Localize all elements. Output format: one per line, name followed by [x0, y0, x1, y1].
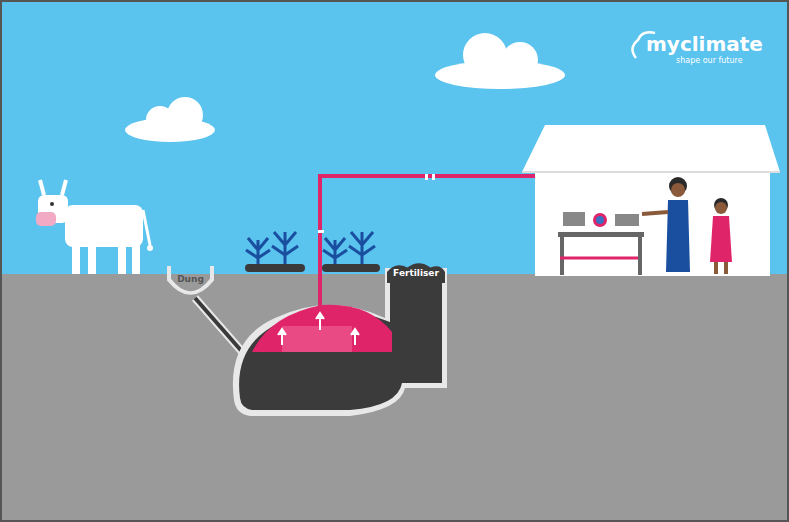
logo-tagline: shape our future	[676, 56, 743, 65]
node-label: Dung	[167, 274, 214, 284]
logo-text: myclimate	[646, 32, 763, 56]
girl	[710, 198, 732, 274]
cow	[36, 180, 153, 274]
gas-pipe	[320, 176, 560, 306]
pipe-joint	[318, 174, 544, 233]
inlet-pipe	[195, 298, 245, 355]
inlet-pipe	[195, 298, 245, 355]
inlet-bowl	[167, 266, 214, 302]
digester	[233, 268, 447, 416]
soil	[245, 264, 380, 272]
crops	[246, 232, 375, 265]
node-label: Fertiliser	[387, 268, 445, 278]
cloud	[125, 33, 565, 142]
woman	[642, 177, 690, 272]
house	[522, 125, 780, 276]
fertiliser-outlet: Fertiliser	[387, 261, 445, 283]
stove	[558, 212, 644, 275]
dung-inlet: Dung	[167, 266, 214, 302]
